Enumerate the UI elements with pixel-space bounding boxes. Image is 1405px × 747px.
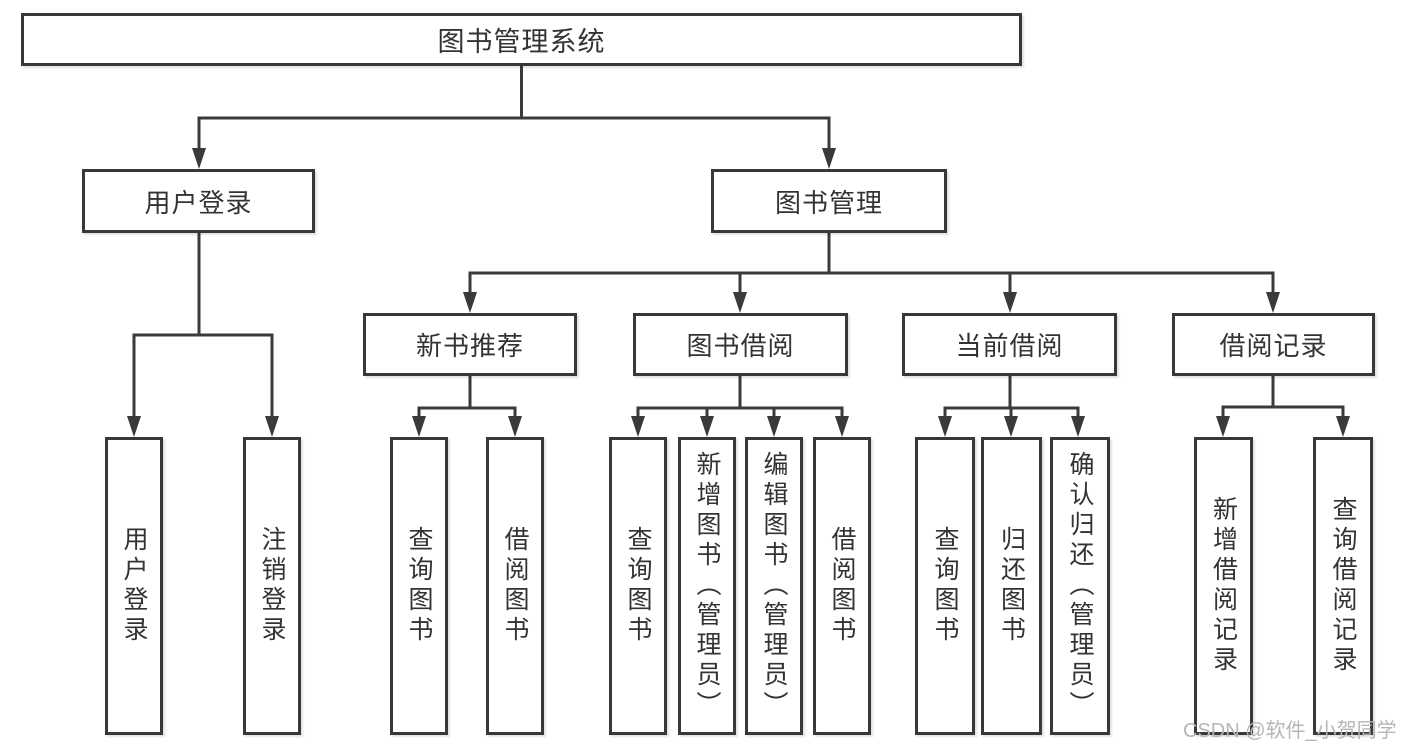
node-library-system-label: 图书管理系统 bbox=[437, 27, 606, 57]
leaf-borrow-books-1: 借阅图书 bbox=[486, 437, 544, 735]
leaf-borrow-books-2: 借阅图书 bbox=[813, 437, 871, 735]
leaf-query-borrow-record: 查询借阅记录 bbox=[1313, 437, 1373, 735]
node-book-borrow-label: 图书借阅 bbox=[686, 331, 795, 361]
leaf-query-borrow-record-label: 查询借阅记录 bbox=[1329, 496, 1357, 676]
leaf-add-books-admin: 新增图书（管理员） bbox=[678, 437, 736, 735]
branch-user-login bbox=[132, 333, 274, 420]
node-new-book-recommend-label: 新书推荐 bbox=[415, 331, 524, 361]
branch-book-management bbox=[468, 271, 1275, 296]
leaf-query-books-1-label: 查询图书 bbox=[405, 526, 433, 646]
node-library-system: 图书管理系统 bbox=[21, 13, 1022, 66]
leaf-edit-books-admin-label: 编辑图书（管理员） bbox=[760, 451, 788, 721]
leaf-query-books-1: 查询图书 bbox=[390, 437, 448, 735]
node-current-borrow-label: 当前借阅 bbox=[955, 331, 1064, 361]
leaf-add-borrow-record: 新增借阅记录 bbox=[1194, 437, 1253, 735]
node-book-management-label: 图书管理 bbox=[774, 187, 883, 218]
watermark: CSDN @软件_小贺同学 bbox=[1183, 720, 1397, 742]
leaf-logout: 注销登录 bbox=[243, 437, 301, 735]
branch-borrow-records bbox=[1221, 405, 1345, 420]
leaf-edit-books-admin: 编辑图书（管理员） bbox=[745, 437, 803, 735]
node-borrow-records-label: 借阅记录 bbox=[1219, 331, 1328, 361]
leaf-add-borrow-record-label: 新增借阅记录 bbox=[1209, 496, 1238, 676]
node-current-borrow: 当前借阅 bbox=[902, 313, 1117, 376]
leaf-query-books-3: 查询图书 bbox=[915, 437, 975, 735]
node-user-login: 用户登录 bbox=[82, 169, 315, 233]
leaf-borrow-books-2-label: 借阅图书 bbox=[828, 526, 856, 646]
node-book-management: 图书管理 bbox=[711, 169, 947, 233]
leaf-query-books-3-label: 查询图书 bbox=[931, 526, 959, 646]
branch-book-borrow bbox=[636, 406, 844, 420]
branch-level2 bbox=[197, 116, 831, 152]
node-book-borrow: 图书借阅 bbox=[633, 313, 848, 376]
leaf-user-login: 用户登录 bbox=[105, 437, 163, 735]
arrowheads bbox=[127, 148, 1350, 437]
leaf-user-login-label: 用户登录 bbox=[120, 526, 148, 646]
leaf-logout-label: 注销登录 bbox=[258, 526, 286, 646]
leaf-confirm-return-admin: 确认归还（管理员） bbox=[1050, 437, 1110, 735]
node-user-login-label: 用户登录 bbox=[144, 187, 253, 218]
leaf-query-books-2-label: 查询图书 bbox=[624, 526, 652, 646]
branch-new-book-recommend bbox=[417, 406, 517, 420]
leaf-confirm-return-admin-label: 确认归还（管理员） bbox=[1066, 451, 1094, 721]
leaf-return-books: 归还图书 bbox=[981, 437, 1042, 735]
node-new-book-recommend: 新书推荐 bbox=[363, 313, 577, 376]
leaf-borrow-books-1-label: 借阅图书 bbox=[501, 526, 529, 646]
node-borrow-records: 借阅记录 bbox=[1172, 313, 1375, 376]
leaf-return-books-label: 归还图书 bbox=[997, 526, 1026, 646]
leaf-add-books-admin-label: 新增图书（管理员） bbox=[693, 451, 721, 721]
leaf-query-books-2: 查询图书 bbox=[609, 437, 667, 735]
